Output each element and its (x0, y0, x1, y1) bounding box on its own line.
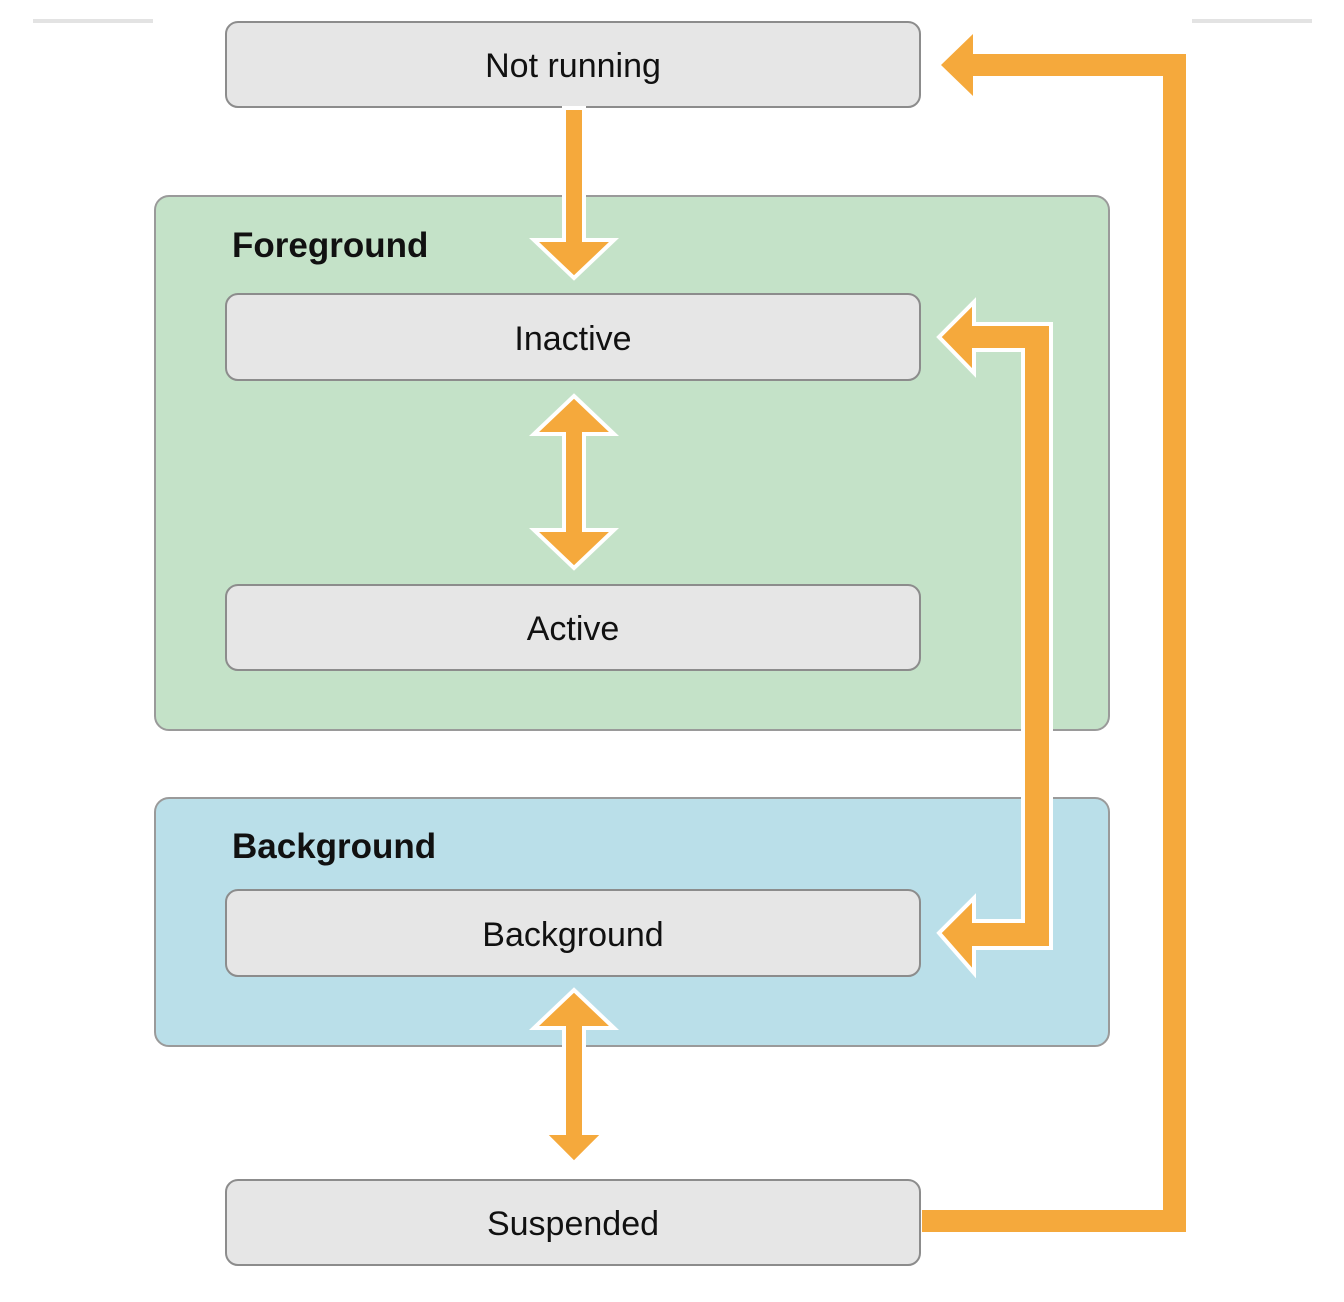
arrow-not-running-to-inactive (528, 106, 620, 281)
state-background-label: Background (482, 916, 663, 954)
arrow-inactive-background (936, 297, 1053, 979)
state-active-label: Active (527, 610, 620, 648)
state-suspended-box (225, 1179, 921, 1266)
state-inactive-box (225, 293, 921, 381)
arrow-background-suspended (528, 987, 620, 1166)
state-background-box (225, 889, 921, 977)
state-active-box (225, 584, 921, 671)
state-suspended-label: Suspended (487, 1205, 659, 1243)
state-not-running-label: Not running (485, 47, 661, 85)
state-inactive-label: Inactive (514, 320, 631, 358)
background-group-label: Background (232, 827, 436, 866)
foreground-group-label: Foreground (232, 226, 428, 265)
arrow-inactive-active (528, 393, 620, 571)
